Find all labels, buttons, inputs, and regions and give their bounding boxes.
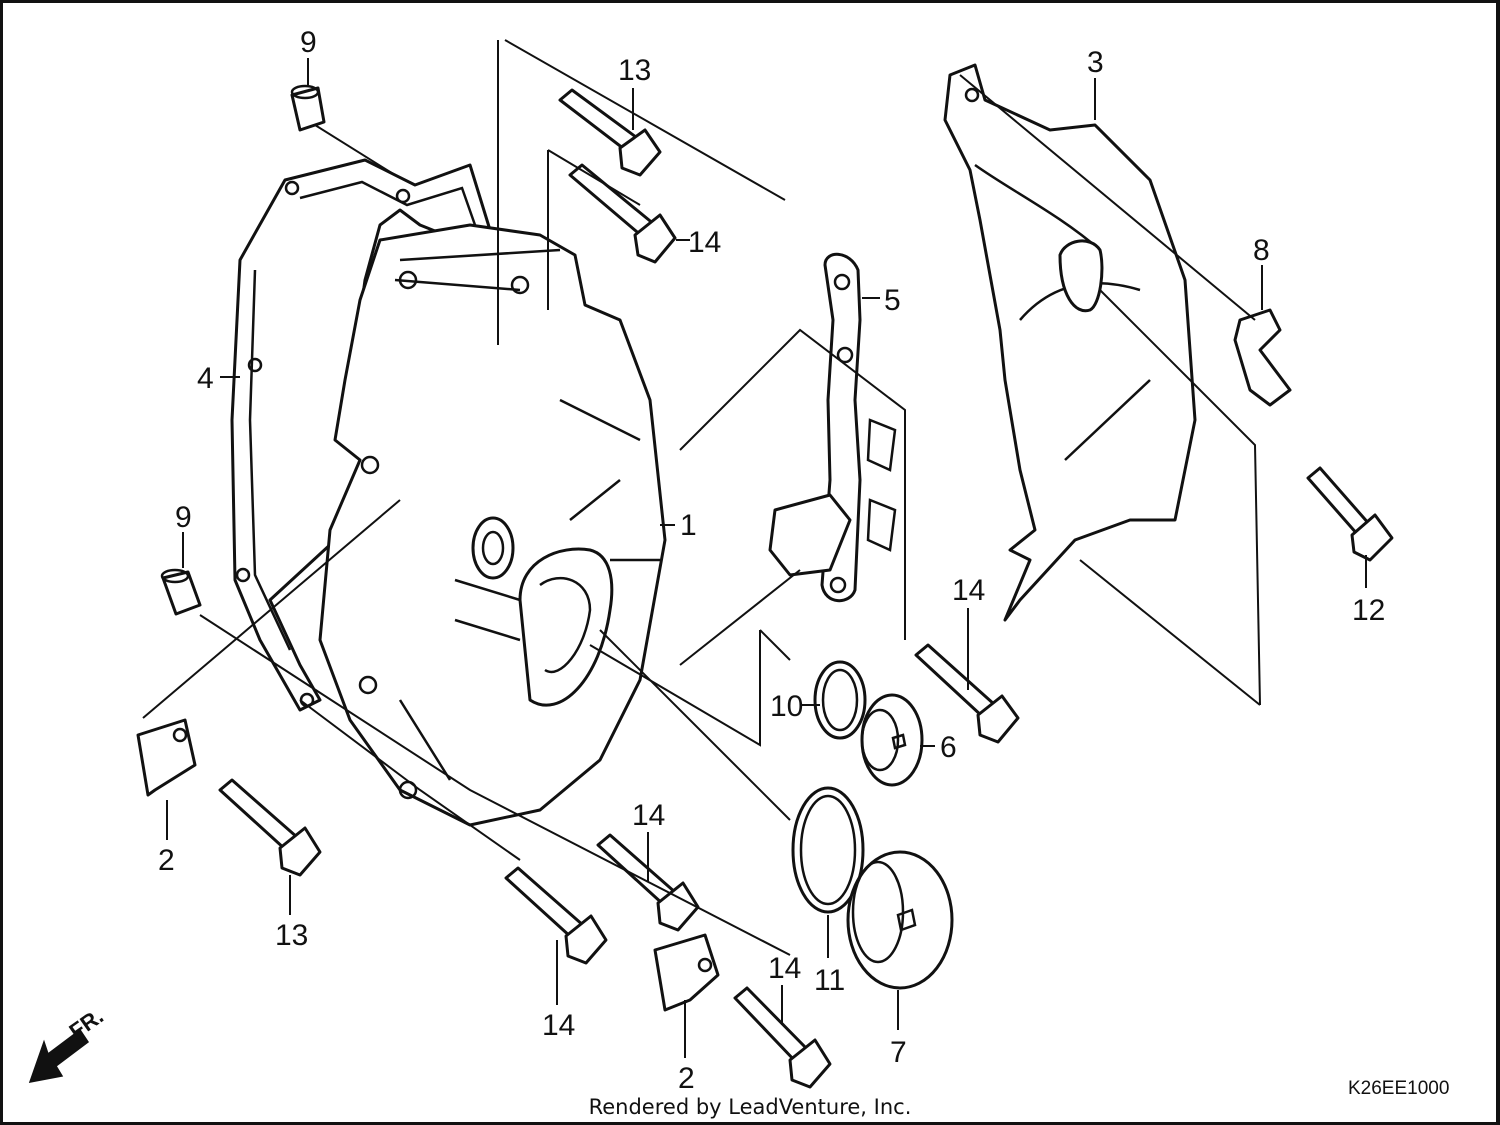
leader-lines xyxy=(142,39,1261,956)
callout-oring-small: 10 xyxy=(770,690,803,723)
callout-clamp-bottom: 2 xyxy=(678,1062,695,1095)
crankcase-cover[interactable] xyxy=(318,223,667,827)
o-ring-large[interactable] xyxy=(791,786,865,914)
diagram-code: K26EE1000 xyxy=(1348,1078,1449,1099)
front-arrow-icon xyxy=(28,1028,90,1083)
dowel-pin-left[interactable] xyxy=(160,568,202,616)
callout-cap-small: 6 xyxy=(940,731,957,764)
bolt-14-bottom[interactable] xyxy=(733,986,832,1089)
bolt-12[interactable] xyxy=(1306,466,1394,562)
callout-oring-large: 11 xyxy=(814,964,845,997)
sprocket-shroud[interactable] xyxy=(943,63,1197,622)
cap-small[interactable] xyxy=(860,693,924,787)
bolt-14-mid[interactable] xyxy=(914,643,1020,744)
clamp-left[interactable] xyxy=(136,718,197,797)
callout-bolt-14-lower-mid: 14 xyxy=(632,799,665,832)
callout-labels: 1 2 2 3 4 5 6 7 8 9 9 10 11 12 13 13 14 … xyxy=(158,26,1385,1095)
callout-bolt-14-mid: 14 xyxy=(952,574,985,607)
callout-cover: 1 xyxy=(680,509,697,542)
callout-bolt-12: 12 xyxy=(1352,594,1385,627)
clip-8[interactable] xyxy=(1233,308,1292,407)
bolt-13-bottom[interactable] xyxy=(218,778,322,877)
callout-dowel-left: 9 xyxy=(175,501,192,534)
callout-shroud: 3 xyxy=(1087,46,1104,79)
callout-cap-large: 7 xyxy=(890,1036,907,1069)
callout-ticks xyxy=(166,58,1367,1058)
bolt-14-lower-mid[interactable] xyxy=(596,833,700,932)
callout-bolt-14-bottom: 14 xyxy=(768,952,801,985)
callout-bolt-13-bottom: 13 xyxy=(275,919,308,952)
clamp-bottom[interactable] xyxy=(653,933,720,1012)
render-credit: Rendered by LeadVenture, Inc. xyxy=(589,1095,912,1119)
callout-bolt-14-bottom-left: 14 xyxy=(542,1009,575,1042)
bolt-14-top[interactable] xyxy=(568,163,677,264)
callout-bolt-13-top: 13 xyxy=(618,54,651,87)
callout-dowel-top: 9 xyxy=(300,26,317,59)
stay-plate[interactable] xyxy=(768,252,897,603)
callout-stay-plate: 5 xyxy=(884,284,901,317)
callout-bolt-14-top: 14 xyxy=(688,226,721,259)
callout-clip: 8 xyxy=(1253,234,1270,267)
front-direction-marker: FR. xyxy=(28,1003,108,1083)
bolt-13-top[interactable] xyxy=(558,88,662,177)
callout-clamp-left: 2 xyxy=(158,844,175,877)
callout-gasket: 4 xyxy=(197,362,214,395)
cap-large[interactable] xyxy=(846,850,954,990)
o-ring-small[interactable] xyxy=(813,660,867,740)
dowel-pin-top[interactable] xyxy=(290,84,326,132)
bolt-14-bottom-left[interactable] xyxy=(504,866,608,965)
